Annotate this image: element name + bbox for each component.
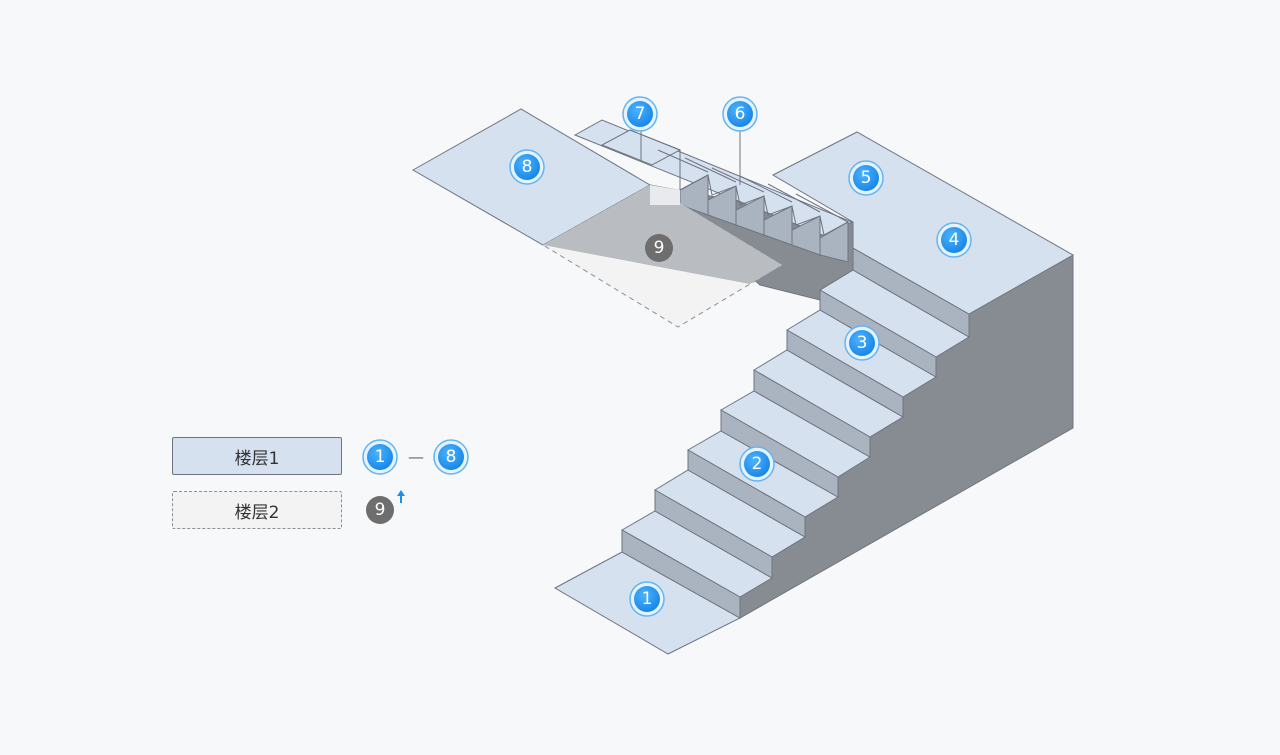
lower-flight (620, 247, 970, 619)
marker-label-2: 2 (752, 454, 763, 474)
step-riser (819, 289, 937, 378)
legend-range-start: 1 (375, 447, 386, 467)
upper-step-edges (629, 129, 849, 236)
legend-floor2-badge: 9 (375, 500, 386, 520)
step-riser (621, 529, 741, 619)
step-riser (786, 329, 904, 418)
marker-badge-6[interactable]: 6 (722, 96, 758, 132)
legend-badge-floor2: 9 (366, 496, 394, 524)
step-riser (654, 489, 773, 579)
step-riser (753, 369, 871, 458)
step-riser (720, 409, 839, 498)
upper-step-lines (657, 149, 709, 173)
marker-badge-8[interactable]: 8 (509, 149, 545, 185)
marker-badge-5[interactable]: 5 (848, 160, 884, 196)
marker-label-9: 9 (654, 238, 665, 258)
upper-step-line (739, 175, 793, 203)
up-arrow-icon (397, 490, 405, 503)
step-riser (687, 449, 806, 538)
marker-label-8: 8 (522, 157, 533, 177)
marker-badge-1[interactable]: 1 (629, 581, 665, 617)
marker-label-5: 5 (861, 168, 872, 188)
upper-step-line (711, 167, 765, 193)
marker-badge-2[interactable]: 2 (739, 446, 775, 482)
marker-badge-7[interactable]: 7 (622, 96, 658, 132)
legend-floor1: 楼层1 (172, 437, 342, 475)
legend-range-end: 8 (446, 447, 457, 467)
floor2-shadow-light (650, 185, 680, 205)
marker-label-7: 7 (635, 104, 646, 124)
legend-badge-start: 1 (362, 439, 398, 475)
upper-step-line (767, 183, 821, 213)
marker-badge-9[interactable]: 9 (645, 234, 673, 262)
marker-badge-3[interactable]: 3 (844, 325, 880, 361)
legend-floor2: 楼层2 (172, 491, 342, 529)
marker-label-4: 4 (949, 230, 960, 250)
marker-label-3: 3 (857, 333, 868, 353)
upper-flight (573, 119, 854, 263)
upper-step-line (684, 157, 737, 183)
legend-badge-end: 8 (433, 439, 469, 475)
marker-label-1: 1 (642, 589, 653, 609)
marker-badge-4[interactable]: 4 (936, 222, 972, 258)
legend-range-separator: — (408, 448, 424, 467)
upper-step-line (795, 193, 849, 223)
marker-label-6: 6 (735, 104, 746, 124)
